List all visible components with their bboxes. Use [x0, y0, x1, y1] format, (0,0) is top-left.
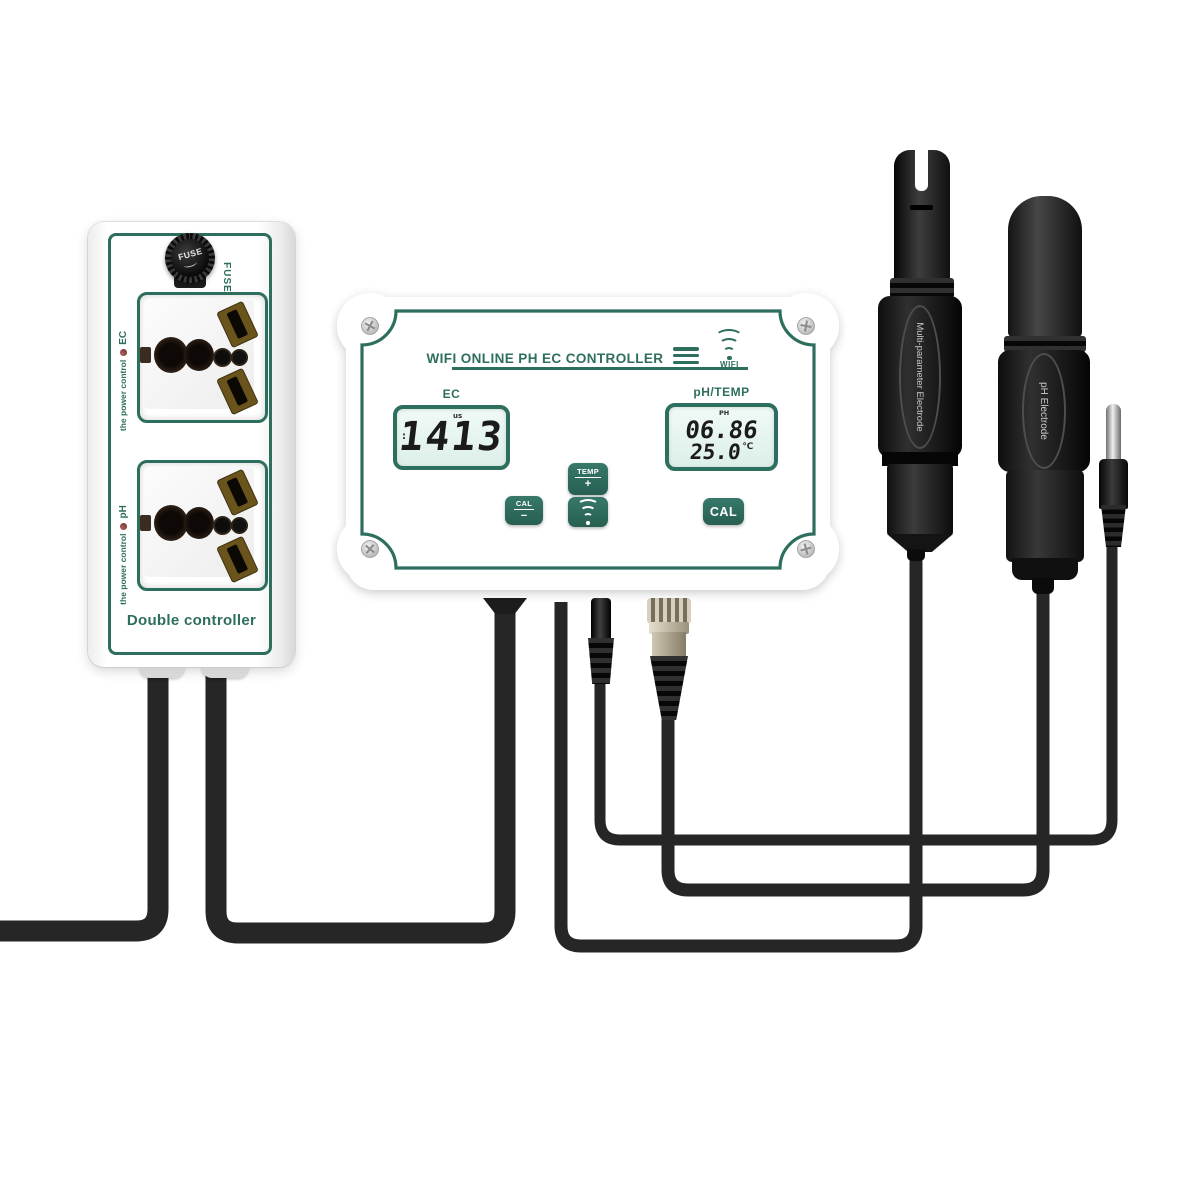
ec-unit: us: [453, 412, 463, 420]
ph-electrode-cable: [661, 590, 1050, 897]
bnc-connector-knurl: [647, 598, 691, 624]
controller-body: [337, 293, 839, 590]
ph-display-block: pH/TEMP PH 06.86 25.0 ℃: [665, 385, 778, 471]
channel-label-ph: the power control pH: [117, 505, 129, 605]
wifi-arc-icon: [715, 328, 744, 345]
ph-unit: PH: [719, 409, 730, 417]
multi-electrode-cable: [554, 548, 923, 953]
strip-name-label: Double controller: [126, 612, 257, 629]
controller-power-cable: [205, 604, 516, 944]
multi-electrode-collar: [890, 278, 954, 298]
bnc-connector-collar: [649, 622, 689, 634]
outlet-ph: [137, 460, 268, 591]
temp-unit: ℃: [742, 442, 754, 452]
temp-plug-strain-relief: [588, 638, 614, 684]
fuse-holder: FUSE: [165, 233, 215, 283]
ph-value: 06.86: [683, 416, 760, 444]
ph-electrode: pH Electrode: [990, 194, 1100, 598]
temp-probe-strain-relief: [1101, 505, 1126, 547]
multi-electrode-lower: [887, 464, 953, 536]
outlet-ph-round-hole-left: [154, 505, 188, 541]
ph-electrode-label: pH Electrode: [1022, 353, 1066, 469]
bnc-connector-body: [652, 632, 686, 658]
ph-electrode-lower: [1006, 470, 1084, 562]
ph-electrode-rings: [1004, 336, 1086, 352]
channel-label-ec: the power control EC: [117, 330, 129, 432]
temp-plug-connector: [591, 598, 611, 642]
double-controller-power-strip: FUSE FUSE: [88, 222, 295, 667]
ec-display-block: EC : us 1413: [393, 387, 510, 470]
ph-electrode-body: pH Electrode: [998, 350, 1090, 472]
ec-mode-mark: :: [402, 431, 406, 442]
cal-minus-button[interactable]: CAL −: [505, 496, 543, 525]
menu-lines-icon: [673, 347, 700, 369]
ph-lcd: PH 06.86 25.0 ℃: [665, 403, 778, 471]
ec-display-label: EC: [442, 387, 461, 401]
multi-electrode-label: Multi-parameter Electrode: [899, 305, 941, 449]
power-cord-connector: [483, 598, 527, 614]
multi-electrode-body: Multi-parameter Electrode: [878, 296, 962, 458]
multi-electrode-cable-gland: [907, 549, 925, 561]
controller-title: WIFI ONLINE PH EC CONTROLLER: [426, 351, 664, 366]
temp-plus-button[interactable]: TEMP +: [568, 463, 608, 495]
temp-probe-pin: [1106, 404, 1121, 462]
outlet-ec: [137, 292, 268, 423]
outlet-ec-round-hole-right: [184, 339, 214, 371]
ph-display-label: pH/TEMP: [693, 385, 750, 399]
corner-screws: [361, 317, 815, 558]
ec-power-led: [119, 348, 127, 356]
strip-power-cable: [0, 664, 169, 942]
temp-probe-body: [1099, 459, 1128, 509]
ph-electrode-cable-gland: [1032, 578, 1054, 594]
controller-header: WIFI ONLINE PH EC CONTROLLER WIFI: [330, 328, 846, 369]
ec-lcd: : us 1413: [393, 405, 510, 470]
controller-green-frame: [360, 309, 816, 570]
multi-parameter-electrode: Multi-parameter Electrode: [870, 145, 970, 565]
fuse-side-label: FUSE: [220, 261, 232, 293]
ph-power-led: [119, 522, 127, 530]
ph-electrode-top: [1008, 196, 1082, 338]
wifi-ph-ec-controller: WIFI ONLINE PH EC CONTROLLER WIFI EC : u…: [330, 285, 846, 602]
temp-probe-cable: [594, 538, 1118, 846]
outlet-ec-round-hole-left: [154, 337, 188, 373]
temp-probe-plug: [1095, 402, 1135, 550]
wifi-word: WIFI: [720, 360, 739, 369]
outlet-ph-round-hole-right: [184, 507, 214, 539]
ec-value: 1413: [396, 414, 507, 460]
wifi-logo: WIFI: [709, 328, 749, 369]
wifi-button-icon: [577, 499, 599, 512]
cal-button[interactable]: CAL: [703, 498, 744, 525]
wifi-button[interactable]: [568, 497, 608, 527]
title-underline: [452, 367, 748, 370]
temp-value: 25.0: [688, 440, 742, 464]
